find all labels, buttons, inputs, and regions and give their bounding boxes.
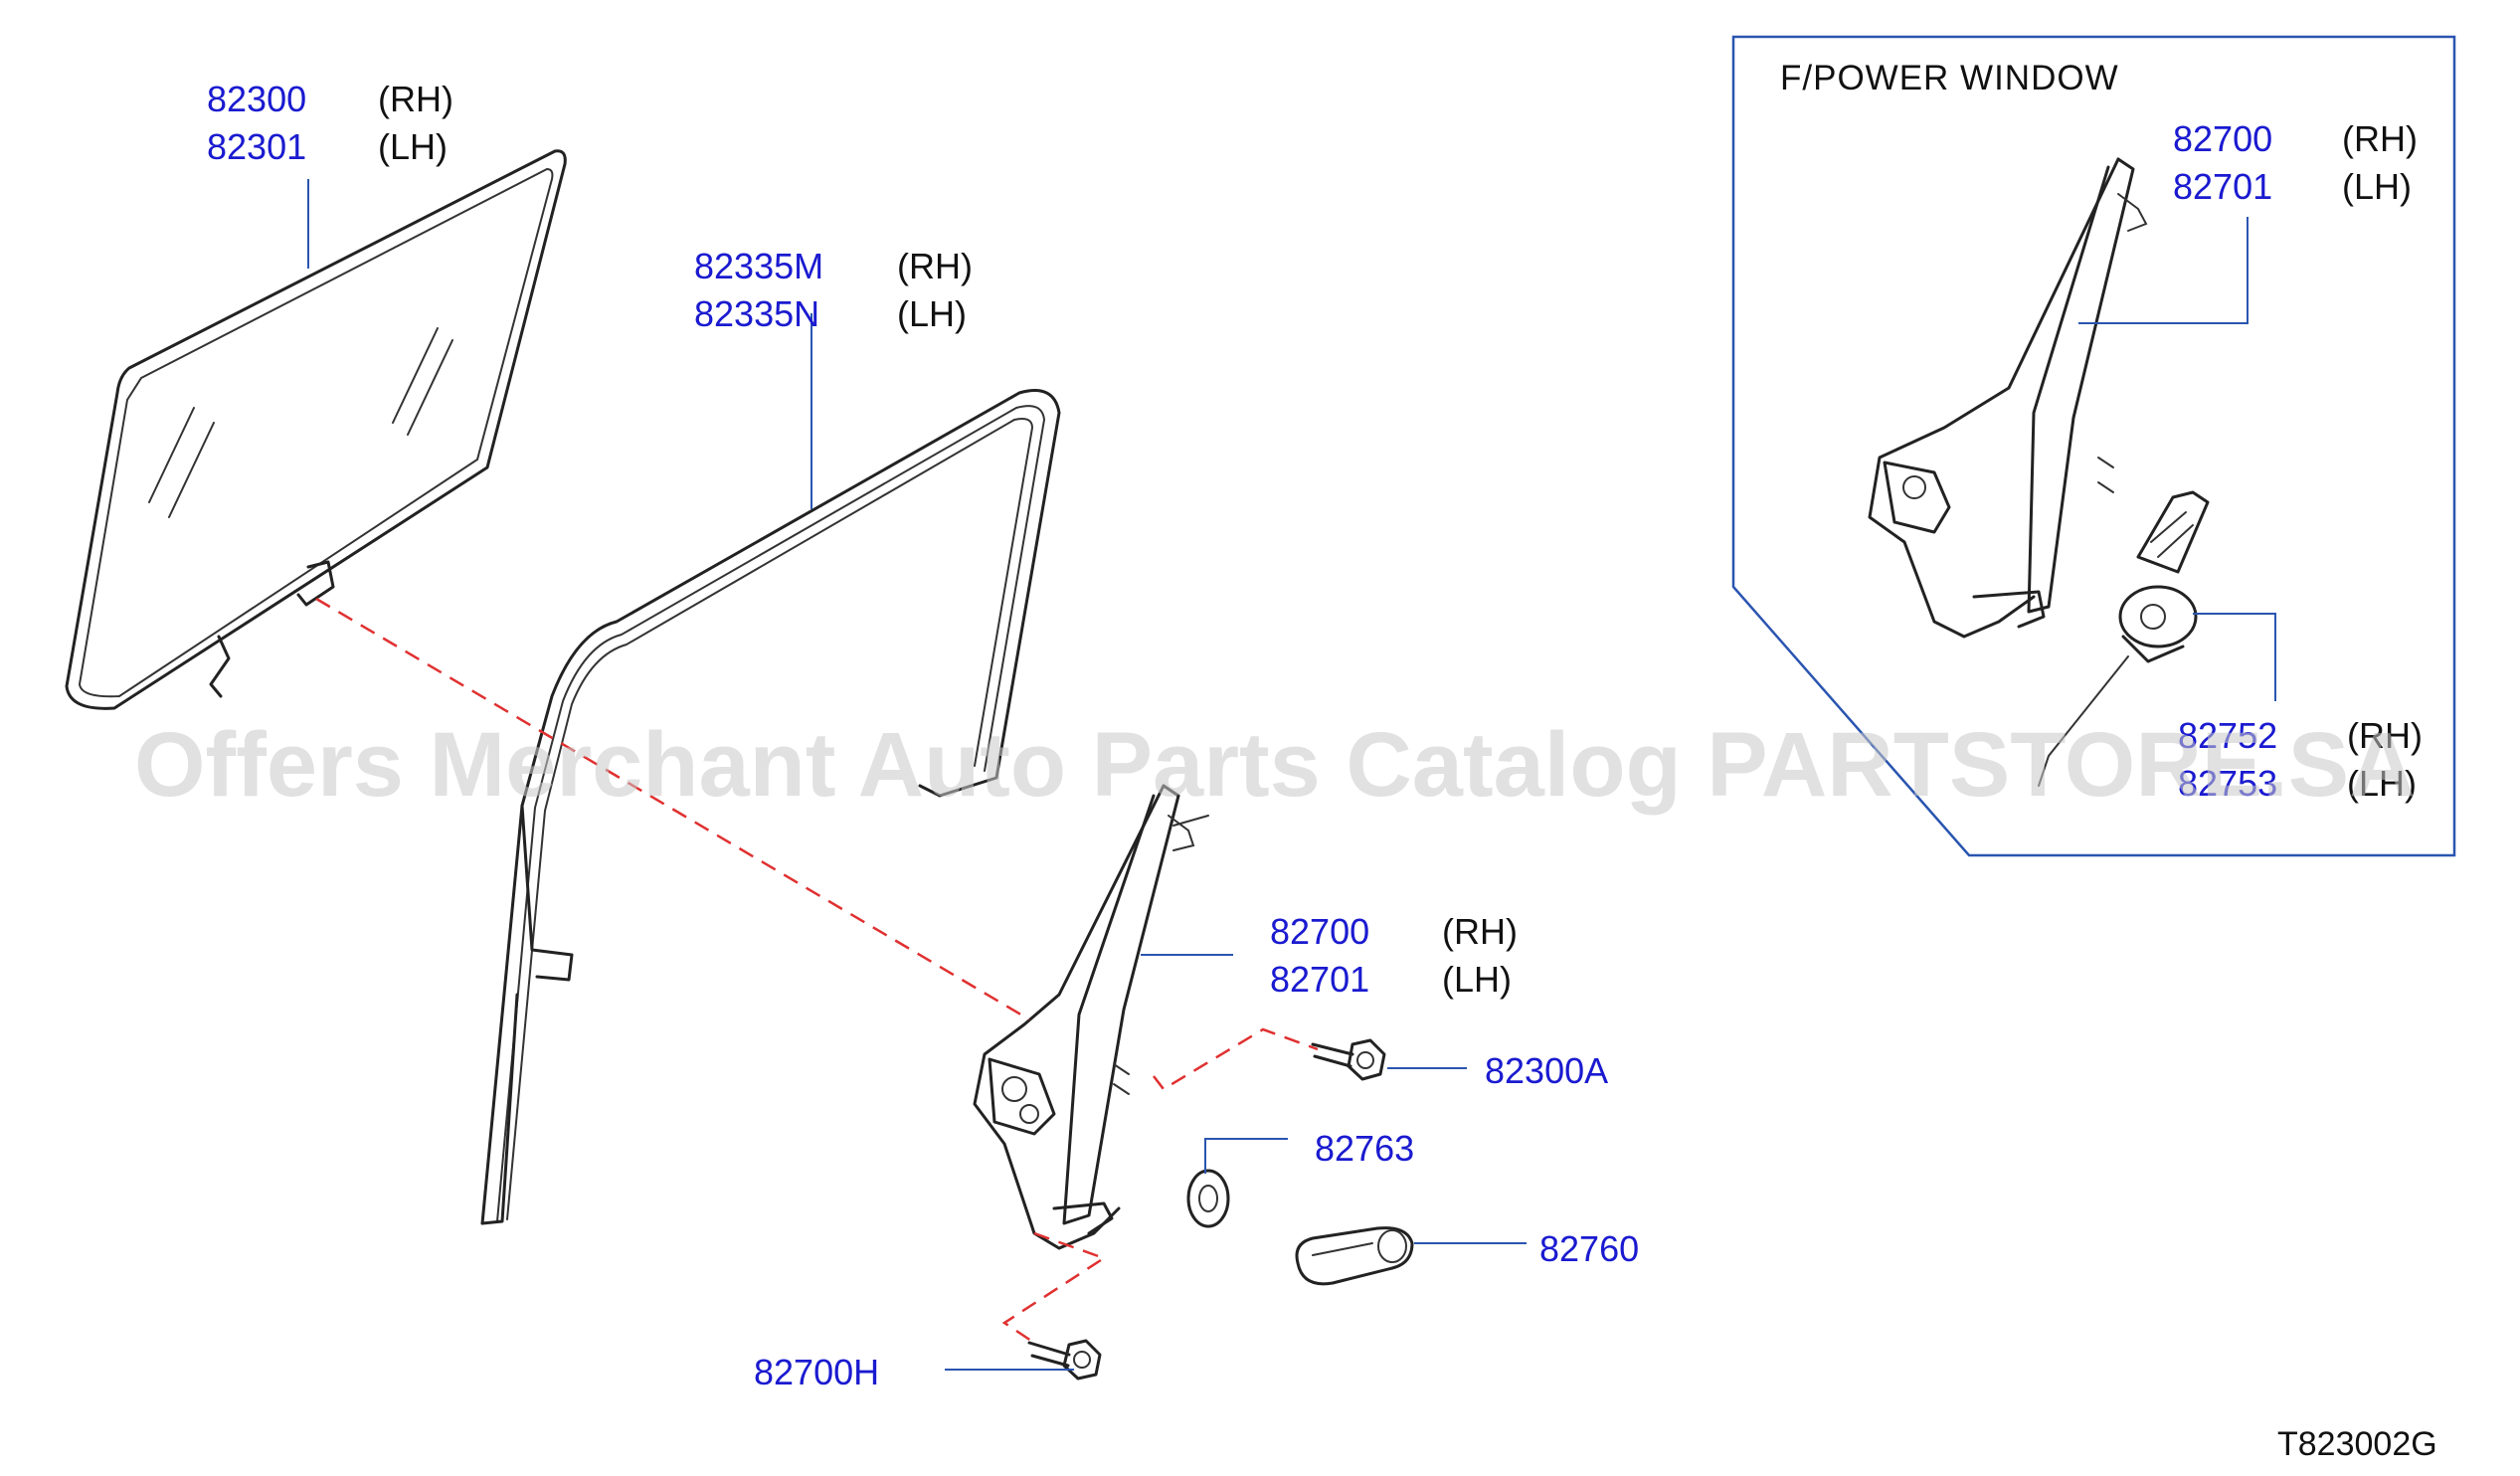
callout-labels: 82300 (RH) 82301 (LH) 82335M (RH) 82335N… [207, 79, 1639, 1392]
callout-82760[interactable]: 82760 [1539, 1228, 1639, 1269]
dashed-assembly-links [315, 597, 1319, 1345]
watermark: Offers Merchant Auto Parts Catalog PARTS… [134, 714, 2416, 816]
callout-82763[interactable]: 82763 [1315, 1128, 1414, 1169]
callout-82300A[interactable]: 82300A [1485, 1050, 1608, 1091]
inset-callout-82700[interactable]: 82700 [2173, 118, 2272, 159]
door-glass-drawing [65, 149, 567, 710]
inset-leader-lines [2078, 217, 2276, 701]
inset-callout-82753-side: (LH) [2347, 763, 2417, 804]
callout-82701-side: (LH) [1442, 959, 1512, 1000]
callout-82700H[interactable]: 82700H [754, 1352, 879, 1392]
callout-82701[interactable]: 82701 [1270, 959, 1369, 1000]
callout-82700-side: (RH) [1442, 911, 1518, 952]
glass-run-sash-drawing [480, 389, 1061, 1225]
power-window-inset [1731, 35, 2456, 857]
inset-callout-82752-side: (RH) [2347, 715, 2423, 756]
callout-82300[interactable]: 82300 [207, 79, 306, 119]
callout-82335N-side: (LH) [897, 293, 967, 334]
inset-callout-82752[interactable]: 82752 [2178, 715, 2277, 756]
inset-callout-82701-side: (LH) [2342, 166, 2412, 207]
inset-labels: F/POWER WINDOW 82700 (RH) 82701 (LH) 827… [1780, 59, 2423, 804]
manual-regulator-drawing [973, 784, 1209, 1250]
callout-82335M[interactable]: 82335M [694, 246, 823, 286]
hardware-drawings [1027, 1038, 1414, 1381]
inset-callout-82701[interactable]: 82701 [2173, 166, 2272, 207]
inset-callout-82753[interactable]: 82753 [2178, 763, 2277, 804]
inset-callout-82700-side: (RH) [2342, 118, 2418, 159]
inset-title: F/POWER WINDOW [1780, 59, 2119, 97]
callout-82301[interactable]: 82301 [207, 126, 306, 167]
callout-82300-side: (RH) [378, 79, 453, 119]
leader-lines [307, 179, 1527, 1371]
callout-82700[interactable]: 82700 [1270, 911, 1369, 952]
callout-82301-side: (LH) [378, 126, 448, 167]
diagram-code: T823002G [2277, 1425, 2437, 1463]
callout-82335N[interactable]: 82335N [694, 293, 819, 334]
callout-82335M-side: (RH) [897, 246, 973, 286]
